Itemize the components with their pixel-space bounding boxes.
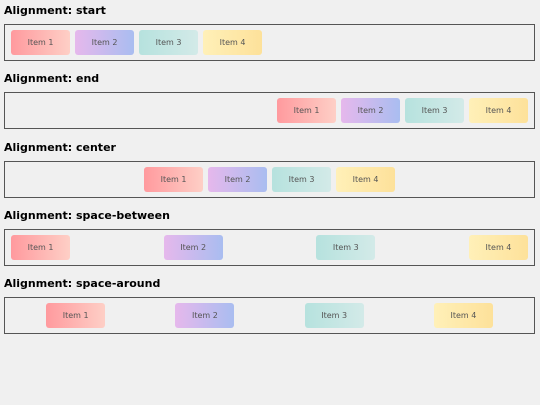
flex-container-space-around: Item 1 Item 2 Item 3 Item 4 (4, 297, 535, 334)
end-item-1: Item 1 (277, 98, 336, 123)
start-item-1: Item 1 (11, 30, 70, 55)
section-end: Alignment: end Item 1 Item 2 Item 3 Item… (4, 72, 537, 129)
space-between-item-2: Item 2 (163, 235, 223, 260)
end-item-3: Item 3 (405, 98, 464, 123)
center-item-3: Item 3 (272, 167, 331, 192)
flex-container-center: Item 1 Item 2 Item 3 Item 4 (4, 161, 535, 198)
section-title-end: Alignment: end (4, 72, 100, 85)
space-between-item-3: Item 3 (316, 235, 376, 260)
section-title-space-between: Alignment: space-between (4, 209, 170, 222)
start-item-2: Item 2 (75, 30, 134, 55)
section-start: Alignment: start Item 1 Item 2 Item 3 It… (4, 4, 537, 61)
flex-container-space-between: Item 1 Item 2 Item 3 Item 4 (4, 229, 535, 266)
section-space-around: Alignment: space-around Item 1 Item 2 It… (4, 277, 537, 334)
center-item-4: Item 4 (336, 167, 395, 192)
space-around-item-2: Item 2 (175, 303, 235, 328)
space-between-item-4: Item 4 (468, 235, 528, 260)
space-between-item-1: Item 1 (11, 235, 70, 260)
center-item-1: Item 1 (144, 167, 203, 192)
end-item-4: Item 4 (469, 98, 528, 123)
start-item-3: Item 3 (139, 30, 198, 55)
section-title-space-around: Alignment: space-around (4, 277, 161, 290)
end-item-2: Item 2 (341, 98, 400, 123)
flex-container-end: Item 1 Item 2 Item 3 Item 4 (4, 92, 535, 129)
start-item-4: Item 4 (203, 30, 262, 55)
center-item-2: Item 2 (208, 167, 267, 192)
space-around-item-4: Item 4 (433, 303, 493, 328)
section-center: Alignment: center Item 1 Item 2 Item 3 I… (4, 141, 537, 198)
section-space-between: Alignment: space-between Item 1 Item 2 I… (4, 209, 537, 266)
space-around-item-1: Item 1 (46, 303, 106, 328)
section-title-center: Alignment: center (4, 141, 116, 154)
section-title-start: Alignment: start (4, 4, 106, 17)
flex-container-start: Item 1 Item 2 Item 3 Item 4 (4, 24, 535, 61)
space-around-item-3: Item 3 (304, 303, 364, 328)
